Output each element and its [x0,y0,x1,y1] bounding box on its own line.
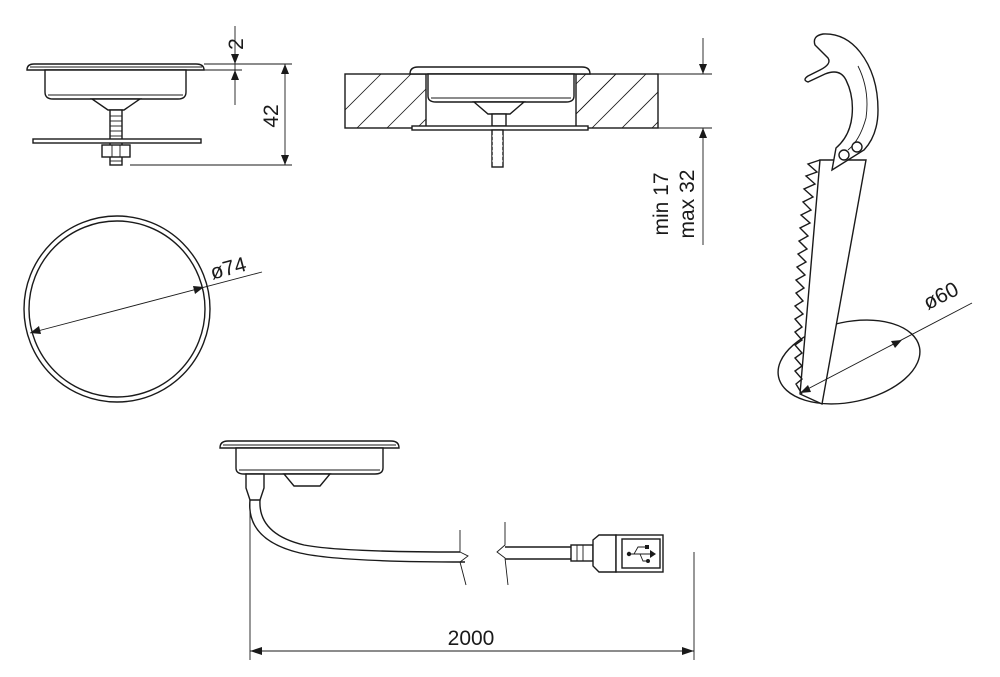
dim-panel-min-label: min 17 [650,172,673,235]
saw-and-hole-view [777,33,973,406]
side-view-mounted [26,26,292,166]
cable-version-view [219,440,695,660]
dim-hole-diameter-label: ø60 [920,278,963,315]
saw-teeth [793,159,821,395]
dim-gap-label: 2 [225,38,248,50]
dim-cover-diameter-label: ø74 [208,253,249,285]
usb-icon [626,545,656,563]
section-view-panel [344,38,712,245]
dim-height-label: 42 [260,104,283,127]
top-view-cover [23,215,263,403]
dim-panel-max-label: max 32 [676,170,699,239]
dim-cable-length-label: 2000 [448,627,495,650]
